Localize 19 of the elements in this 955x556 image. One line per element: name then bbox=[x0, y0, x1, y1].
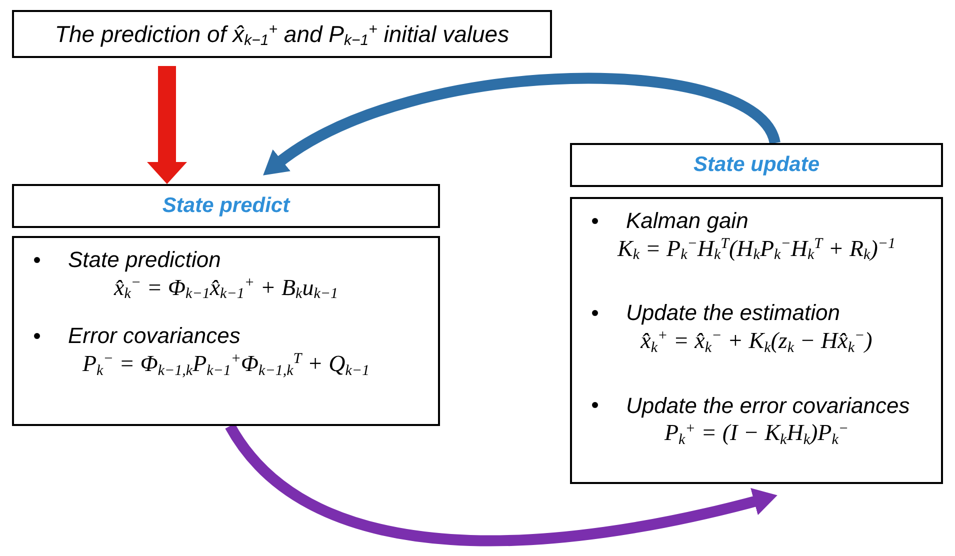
formula: K$_{k}$ = P$_{k}$$^{−}$H$_{k}$$^{T}$(H$_{k}$P$_{k}$$^{−}$H$_{k}$$^{T}$ + R$_{k}$)$^{−1}$ bbox=[617, 234, 896, 264]
formula: x̂$_{k}$$^{−}$ = Φ$_{k−1}$x̂$_{k−1}$$^{+}$ + B$_{k}$u$_{k−1}$ bbox=[114, 274, 338, 302]
item-heading: State prediction bbox=[68, 246, 221, 274]
item-heading: Update the estimation bbox=[626, 299, 840, 327]
formula: x̂$_{k}$$^{+}$ = x̂$_{k}$$^{−}$ + K$_{k}$(z$_{k}$ − Hx̂$_{k}$$^{−}$) bbox=[640, 326, 872, 356]
item-heading: Kalman gain bbox=[626, 207, 748, 234]
process-box bbox=[570, 197, 943, 484]
item-heading: Error covariances bbox=[68, 322, 240, 350]
item-heading: Update the error covariances bbox=[626, 392, 910, 419]
section-heading: State predict bbox=[162, 193, 290, 220]
header-box bbox=[12, 184, 440, 228]
formula: P$_{k}$$^{−}$ = Φ$_{k−1,k}$P$_{k−1}$$^{+}$Φ$_{k−1,k}$$^{T}$ + Q$_{k−1}$ bbox=[82, 350, 370, 378]
process-box bbox=[12, 236, 440, 426]
arrow bbox=[147, 66, 187, 184]
section-heading: State update bbox=[693, 152, 820, 178]
process-box bbox=[12, 10, 552, 58]
title-text: The prediction of x̂$_{k−1}$$^{+}$ and P$_{k−1}$$^{+}$ initial values bbox=[54, 22, 510, 46]
header-box bbox=[570, 143, 943, 187]
arrow bbox=[262, 73, 780, 174]
